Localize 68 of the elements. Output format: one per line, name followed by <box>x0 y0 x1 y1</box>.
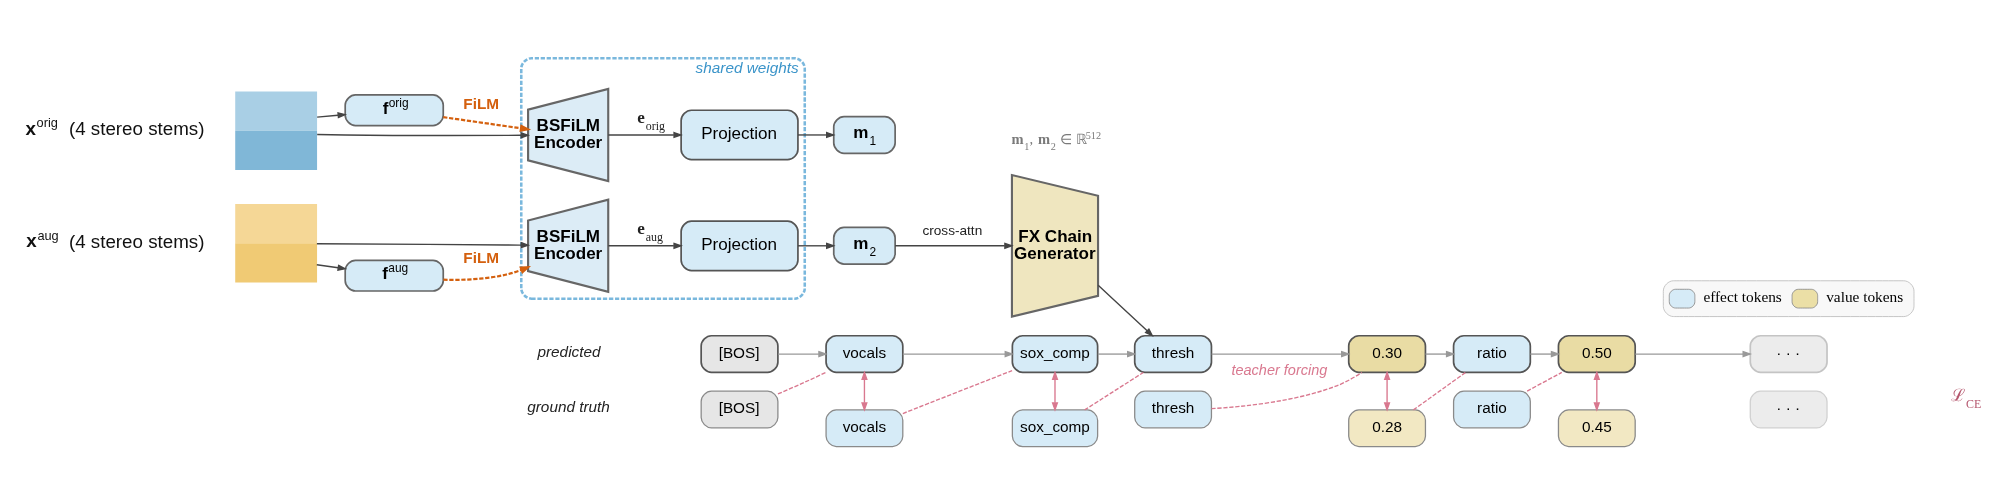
arrow <box>894 241 1014 249</box>
label: ground truth <box>527 397 610 415</box>
node-box: [BOS] <box>700 390 779 428</box>
arrow <box>1210 350 1351 357</box>
arrow <box>443 115 532 132</box>
arrow <box>316 131 531 139</box>
edge-label: teacher forcing <box>1231 361 1328 378</box>
node-box: m$_{1}$ <box>832 115 896 154</box>
arrow <box>1424 350 1456 357</box>
node-box: vocals <box>825 334 904 373</box>
arrow <box>1097 284 1154 337</box>
arrow <box>797 131 836 138</box>
arrow <box>607 241 683 249</box>
edge-label: e$_{aug}$ <box>637 218 663 244</box>
arrow <box>1634 350 1753 357</box>
arrow <box>1051 370 1059 412</box>
label: ℒ$_{CE}$ <box>1951 385 1982 411</box>
node-box: thresh <box>1134 390 1213 428</box>
node-box: Projection <box>680 219 799 271</box>
edge-label: cross-attn <box>922 222 983 238</box>
node-label: x$^{orig}$ (4 stereo stems) <box>25 114 205 139</box>
edge-label: e$_{orig}$ <box>637 107 665 133</box>
node-box: [BOS] <box>700 334 779 373</box>
node-label: x$^{aug}$ (4 stereo stems) <box>26 227 205 252</box>
node-box: thresh <box>1133 334 1213 373</box>
node-box: BSFiLM Encoder <box>527 87 610 182</box>
arrow <box>1593 370 1601 412</box>
arrow <box>316 241 531 248</box>
arrow <box>1383 370 1391 412</box>
arrow <box>797 241 836 249</box>
node-box: sox_comp <box>1011 408 1099 447</box>
node-box: 0.28 <box>1348 408 1427 447</box>
node-box: BSFiLM Encoder <box>527 197 610 293</box>
arrow <box>861 370 868 412</box>
connector <box>1526 371 1563 392</box>
node-box: · · · <box>1749 390 1828 428</box>
legend-label: value tokens <box>1826 287 1904 305</box>
arrow <box>1097 350 1137 357</box>
connector <box>1083 371 1145 411</box>
label: predicted <box>537 342 601 360</box>
node-box: ratio <box>1452 334 1532 373</box>
arrow <box>316 111 348 119</box>
node-box: vocals <box>825 408 904 447</box>
legend-label: effect tokens <box>1703 287 1782 305</box>
edge-label: FiLM <box>463 248 500 266</box>
label: m$_{1}$, m$_{2}$ ∈ ℝ$^{512}$ <box>1011 129 1102 151</box>
node-box: 0.50 <box>1557 334 1637 373</box>
arrow <box>1529 350 1561 357</box>
edge-label: FiLM <box>463 94 500 112</box>
node-box: · · · <box>1749 334 1828 373</box>
node-box: f$^{orig}$ <box>344 93 445 126</box>
node-box: f$^{aug}$ <box>344 258 445 292</box>
arrow <box>902 350 1015 357</box>
arrow <box>777 350 828 357</box>
arrow <box>316 263 348 271</box>
node-box: sox_comp <box>1011 334 1099 373</box>
connector <box>1412 371 1467 411</box>
arrow <box>607 131 683 138</box>
arrow <box>443 265 532 281</box>
node-box: Projection <box>680 108 799 161</box>
node-box: m$_{2}$ <box>832 226 896 265</box>
node-box: ratio <box>1452 390 1531 428</box>
connector <box>1210 371 1363 409</box>
node-box: FX Chain Generator <box>1010 173 1100 318</box>
connector <box>902 369 1013 414</box>
node-box: 0.45 <box>1557 408 1636 447</box>
node-box: 0.30 <box>1347 334 1427 373</box>
connector <box>777 371 827 395</box>
